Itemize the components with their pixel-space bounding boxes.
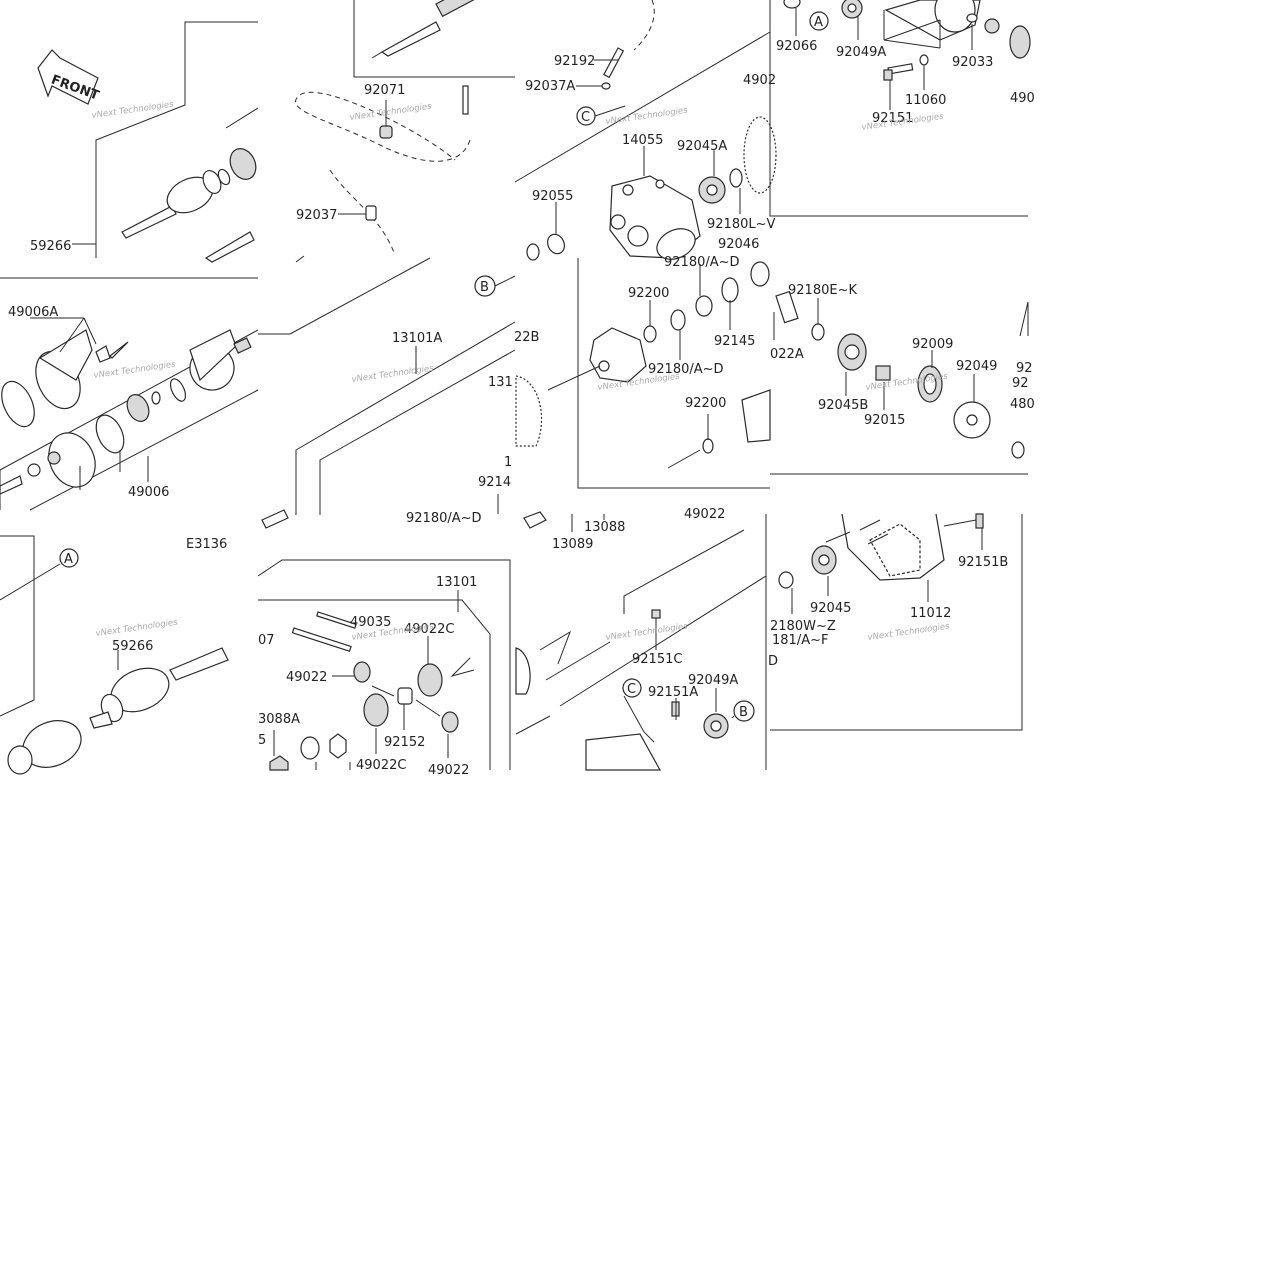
part-number: 92037A (525, 79, 575, 94)
part-number: 92049A (688, 673, 738, 688)
part-number: 49022C (356, 758, 406, 773)
callout-c: C (627, 682, 636, 697)
part-number: 1 (504, 455, 512, 470)
part-number: 92045A (677, 139, 727, 154)
part-number: 07 (258, 633, 275, 648)
part-number: 49006A (8, 305, 58, 320)
part-number: 92055 (532, 189, 573, 204)
part-number: 480 (1010, 397, 1035, 412)
part-number: 022A (770, 347, 804, 362)
tile-middle-center-left: 13101A B 22B 131 1 9214 92180/A~D vNext … (258, 257, 539, 529)
part-number: 92046 (718, 237, 759, 252)
part-number: D (768, 654, 778, 669)
part-number: 49022C (404, 622, 454, 637)
tile-top-right: 92066 A 92049A 92033 490 11060 92151 vNe… (769, 0, 1035, 217)
part-number: 13101A (392, 331, 442, 346)
tile-middle-left: 49006A 49006 vNext Technologies (0, 305, 259, 511)
axle-shaft-bottom (7, 647, 229, 775)
part-number: 49022 (684, 507, 725, 522)
part-number: 92192 (554, 54, 595, 69)
part-number: 13089 (552, 537, 593, 552)
part-number: 181/A~F (772, 633, 828, 648)
part-number: 59266 (30, 239, 71, 254)
part-number: 49022 (286, 670, 327, 685)
part-number: 92180/A~D (648, 362, 724, 377)
part-number: 92151B (958, 555, 1008, 570)
part-number: 14055 (622, 133, 663, 148)
watermark: vNext Technologies (93, 359, 177, 380)
part-number: 92049 (956, 359, 997, 374)
tile-top-center-left: 92071 92037 vNext Technologies (295, 0, 515, 263)
axle-shaft-top (121, 107, 259, 263)
diagram-code: E3136 (186, 537, 227, 552)
part-number: 92049A (836, 45, 886, 60)
part-number: 92015 (864, 413, 905, 428)
watermark: vNext Technologies (95, 617, 179, 638)
watermark: vNext Technologies (605, 621, 689, 642)
part-number: 92066 (776, 39, 817, 54)
part-number: 92009 (912, 337, 953, 352)
tile-bottom-right: 92045 2180W~Z 181/A~F D 11012 92151B vNe… (765, 513, 1023, 770)
part-number: 92033 (952, 55, 993, 70)
part-number: 92151A (648, 685, 698, 700)
tile-top-left: FRONT 59266 vNext Technologies (0, 21, 259, 279)
part-number: 131 (488, 375, 513, 390)
part-number: 92145 (714, 334, 755, 349)
part-number: 2180W~Z (770, 619, 836, 634)
part-number: 92180/A~D (664, 255, 740, 270)
part-number: 92200 (685, 396, 726, 411)
part-number: 49035 (350, 615, 391, 630)
part-number: 92180/A~D (406, 511, 482, 526)
tile-middle-center-right: 92180/A~D 92046 92200 92180/A~D 92145 02… (515, 237, 804, 489)
part-number: 92151C (632, 652, 682, 667)
part-number: 13088 (584, 520, 625, 535)
part-number: 59266 (112, 639, 153, 654)
part-number: 92045 (810, 601, 851, 616)
part-number: 49006 (128, 485, 169, 500)
part-number: 92152 (384, 735, 425, 750)
callout-a: A (64, 552, 73, 567)
watermark: vNext Technologies (91, 99, 175, 120)
part-number: 92180L~V (707, 217, 775, 232)
tile-bottom-center-left: 13101 49035 07 49022 49022C 92152 49022C… (257, 559, 511, 778)
part-number: 92037 (296, 208, 337, 223)
part-number: 11060 (905, 93, 946, 108)
part-number: 22B (514, 330, 539, 345)
front-arrow-icon: FRONT (37, 49, 101, 105)
part-number: 9214 (478, 475, 511, 490)
part-number: 11012 (910, 606, 951, 621)
part-number: 3088A (258, 712, 300, 727)
part-number: 5 (258, 733, 266, 748)
callout-a: A (814, 15, 823, 30)
part-number: 13101 (436, 575, 477, 590)
part-number: 92045B (818, 398, 868, 413)
tile-top-center-right: 92192 92037A C 14055 92045A 92055 92180 (514, 0, 777, 261)
tile-middle-right: 92180E~K 92045B 92015 92009 92049 92 92 … (770, 283, 1035, 475)
part-number: 92071 (364, 83, 405, 98)
part-number: 92 (1016, 361, 1033, 376)
part-number: 92180E~K (788, 283, 857, 298)
part-number: 92200 (628, 286, 669, 301)
part-number: 490 (1010, 91, 1035, 106)
callout-c: C (581, 110, 590, 125)
watermark: vNext Technologies (867, 621, 951, 642)
part-number: 92 (1012, 376, 1029, 391)
callout-b: B (739, 705, 748, 720)
part-number: 49022 (428, 763, 469, 778)
watermark: vNext Technologies (351, 363, 435, 384)
watermark: vNext Technologies (349, 101, 433, 122)
tile-bottom-left: E3136 A 59266 vNext Technologies (0, 535, 229, 775)
part-number: 92151 (872, 111, 913, 126)
tile-bottom-center-right: 13089 13088 49022 92151C C 92151A 92049A… (515, 507, 767, 771)
callout-b: B (480, 280, 489, 295)
differential-housing (609, 175, 701, 260)
part-number: 4902 (743, 73, 776, 88)
